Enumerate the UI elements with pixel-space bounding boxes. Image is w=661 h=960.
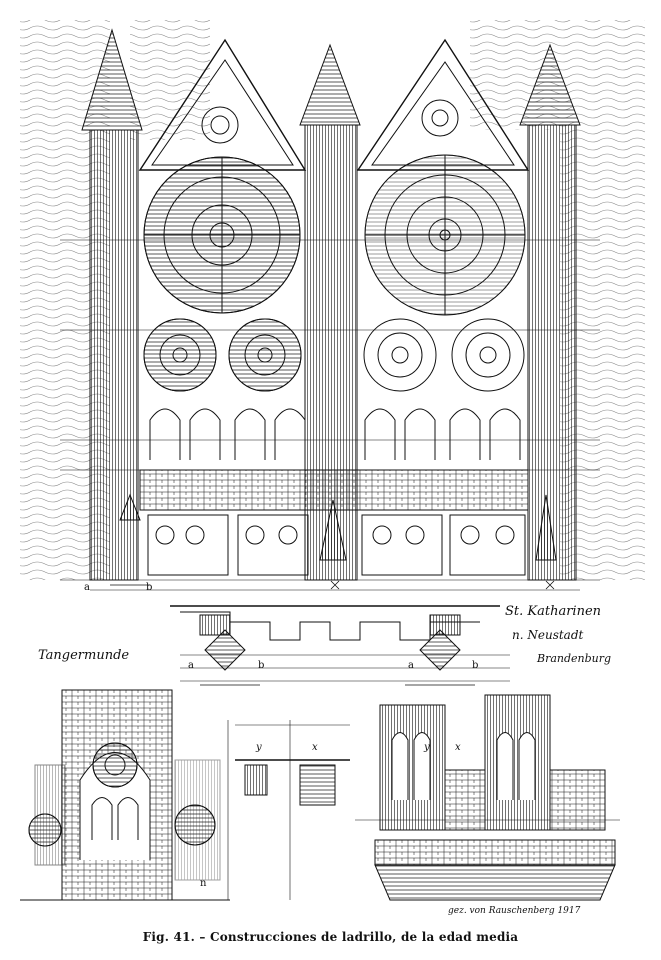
mark-a-left: a — [188, 660, 194, 671]
label-neustadt: n. Neustadt — [512, 628, 584, 642]
quatrefoil-band — [147, 514, 526, 576]
right-rose-window — [364, 154, 526, 316]
right-tower — [519, 43, 581, 581]
mark-b-left: b — [258, 660, 265, 671]
cornice-section — [170, 605, 510, 682]
artist-signature: gez. von Rauschenberg 1917 — [448, 906, 581, 916]
label-brandenburg: Brandenburg — [537, 652, 612, 665]
tangermunde-detail — [20, 689, 230, 901]
left-tower — [81, 28, 143, 581]
left-rose-window — [143, 156, 301, 314]
mark-y-profile: y — [256, 742, 262, 753]
label-st-katharinen: St. Katharinen — [505, 604, 602, 619]
small-rose-windows — [143, 318, 525, 392]
mark-y-right: y — [424, 742, 430, 753]
figure-caption: Fig. 41. – Construcciones de ladrillo, d… — [142, 930, 519, 944]
profile-section — [227, 720, 350, 900]
mark-n: n — [200, 878, 207, 889]
mark-a-top: a — [84, 582, 90, 593]
mark-a-right: a — [408, 660, 414, 671]
brandenburg-detail — [355, 694, 620, 901]
mark-b-top: b — [146, 582, 153, 593]
window-arcade — [149, 408, 521, 460]
facade — [60, 28, 600, 591]
mark-x-profile: x — [312, 742, 318, 753]
label-tangermunde: Tangermunde — [38, 648, 130, 663]
mark-b-right: b — [472, 660, 479, 671]
dimension-marks — [110, 580, 555, 686]
mark-x-right: x — [455, 742, 461, 753]
